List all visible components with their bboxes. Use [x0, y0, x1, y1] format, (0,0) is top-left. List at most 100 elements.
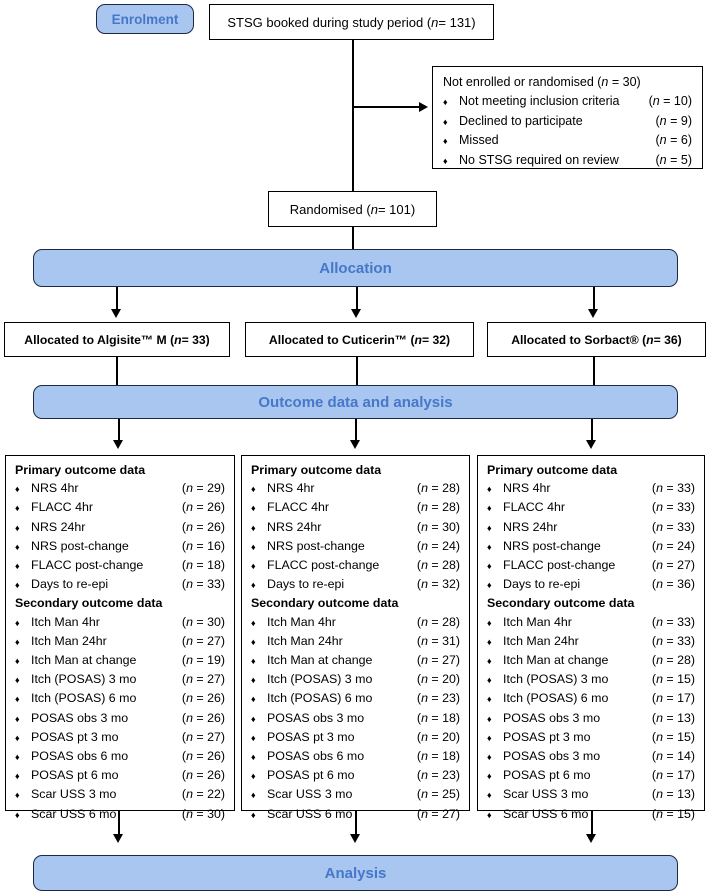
bullet-diamond-icon: ♦ — [15, 522, 20, 533]
bullet-diamond-icon: ♦ — [487, 580, 492, 591]
outcome-item: ♦POSAS pt 3 mo(n = 15) — [487, 728, 695, 747]
bullet-diamond-icon: ♦ — [443, 136, 448, 147]
excluded-item-label: Missed — [459, 133, 499, 148]
outcome-item-n: (n = 33) — [651, 614, 695, 629]
outcome-item-n: (n = 30) — [181, 806, 225, 821]
arrowhead-outcome-1 — [113, 440, 123, 449]
outcome-item-label: Itch Man 4hr — [31, 614, 100, 629]
outcome-item-label: Scar USS 6 mo — [31, 806, 117, 821]
outcome-item-n: (n = 28) — [416, 614, 460, 629]
outcome-item-label: Itch Man at change — [267, 653, 373, 668]
excluded-item: ♦No STSG required on review(n = 5) — [443, 151, 692, 171]
outcome-item-n: (n = 31) — [416, 633, 460, 648]
bullet-diamond-icon: ♦ — [15, 790, 20, 801]
outcome-item-n: (n = 33) — [651, 500, 695, 515]
flow-line-top — [352, 40, 354, 191]
outcome-banner: Outcome data and analysis — [33, 385, 678, 419]
outcome-item-label: NRS 24hr — [31, 519, 86, 534]
outcome-item-n: (n = 33) — [651, 633, 695, 648]
outcome-item: ♦NRS 24hr(n = 30) — [251, 518, 460, 537]
outcome-item-n: (n = 17) — [651, 691, 695, 706]
outcome-item-label: FLACC 4hr — [31, 500, 93, 515]
outcome-item: ♦Itch Man 24hr(n = 33) — [487, 632, 695, 651]
bullet-diamond-icon: ♦ — [251, 503, 256, 514]
outcome-item: ♦ Days to re-epi (n = 36) — [487, 575, 695, 594]
outcome-item: ♦FLACC 4hr(n = 26) — [15, 498, 225, 517]
outcome-item-n: (n = 36) — [651, 577, 695, 592]
outcome-item-label: POSAS pt 6 mo — [31, 768, 119, 783]
outcome-item: ♦NRS post-change(n = 24) — [487, 537, 695, 556]
flow-line-analysis-1 — [118, 811, 120, 834]
outcome-item: ♦Itch (POSAS) 3 mo(n = 27) — [15, 670, 225, 689]
bullet-diamond-icon: ♦ — [15, 561, 20, 572]
outcome-section-header: Primary outcome data — [251, 463, 382, 477]
flow-line-outcome-out-2 — [355, 419, 357, 440]
outcome-item: ♦Scar USS 6 mo(n = 27) — [251, 805, 460, 824]
outcome-item: ♦Itch Man at change(n = 28) — [487, 651, 695, 670]
bullet-diamond-icon: ♦ — [15, 809, 20, 820]
flow-line-randomised — [352, 227, 354, 249]
outcome-item: ♦POSAS obs 6 mo(n = 18) — [251, 747, 460, 766]
outcome-item-label: Itch (POSAS) 3 mo — [503, 672, 609, 687]
outcome-item-label: Itch Man 4hr — [267, 614, 336, 629]
analysis-banner: Analysis — [33, 855, 678, 891]
outcome-section-header: Secondary outcome data — [251, 596, 399, 611]
outcome-item: ♦Scar USS 6 mo(n = 15) — [487, 805, 695, 824]
outcome-item: ♦NRS 4hr(n = 29) — [15, 479, 225, 498]
outcome-item-label: Scar USS 3 mo — [267, 787, 353, 802]
bullet-diamond-icon: ♦ — [251, 617, 256, 628]
outcome-item: ♦Itch Man 4hr(n = 33) — [487, 613, 695, 632]
flow-line-alloc-2 — [356, 287, 358, 309]
bullet-diamond-icon: ♦ — [15, 484, 20, 495]
excluded-item-n: (n = 6) — [655, 133, 693, 148]
arrowhead-alloc-3 — [588, 309, 598, 318]
not-enrolled-list: ♦Not meeting inclusion criteria(n = 10) ♦… — [443, 92, 692, 171]
outcome-item: ♦POSAS pt 3 mo(n = 20) — [251, 728, 460, 747]
flow-line-analysis-3 — [591, 811, 593, 834]
outcome-item: ♦POSAS obs 3 mo(n = 26) — [15, 709, 225, 728]
outcome-item-label: Days to re-epi — [267, 577, 345, 592]
bullet-diamond-icon: ♦ — [15, 713, 20, 724]
outcome-item: ♦POSAS pt 3 mo(n = 27) — [15, 728, 225, 747]
outcome-item: ♦Itch (POSAS) 3 mo(n = 20) — [251, 670, 460, 689]
bullet-diamond-icon: ♦ — [15, 656, 20, 667]
outcome-item: ♦Itch (POSAS) 6 mo(n = 26) — [15, 689, 225, 708]
outcome-item: ♦POSAS pt 6 mo(n = 26) — [15, 766, 225, 785]
bullet-diamond-icon: ♦ — [251, 541, 256, 552]
outcome-item-n: (n = 33) — [651, 519, 695, 534]
bullet-diamond-icon: ♦ — [487, 561, 492, 572]
outcome-item-n: (n = 27) — [181, 672, 225, 687]
not-enrolled-box: Not enrolled or randomised (n = 30) ♦Not… — [432, 66, 703, 169]
excluded-item: ♦Not meeting inclusion criteria(n = 10) — [443, 92, 692, 112]
outcome-item-label: FLACC post-change — [503, 558, 616, 573]
bullet-diamond-icon: ♦ — [251, 561, 256, 572]
outcome-item: ♦POSAS obs 3 mo(n = 14) — [487, 747, 695, 766]
bullet-diamond-icon: ♦ — [487, 522, 492, 533]
outcome-item-label: Days to re-epi — [503, 577, 581, 592]
outcome-item-n: (n = 17) — [651, 768, 695, 783]
outcome-item-label: NRS post-change — [31, 538, 129, 553]
arrowhead-outcome-2 — [350, 440, 360, 449]
flow-line-alloc-3 — [593, 287, 595, 309]
outcome-item: ♦POSAS obs 3 mo(n = 13) — [487, 709, 695, 728]
outcome-item-n: (n = 22) — [181, 787, 225, 802]
outcome-item: ♦Itch (POSAS) 6 mo(n = 23) — [251, 689, 460, 708]
outcome-item: ♦Days to re-epi(n = 33) — [15, 575, 225, 594]
excluded-item-n: (n = 9) — [655, 113, 693, 128]
outcome-item-n: (n = 26) — [181, 519, 225, 534]
flow-line-outcome-in-1 — [116, 357, 118, 385]
outcome-item-label: POSAS obs 6 mo — [267, 749, 365, 764]
outcome-item: ♦FLACC post-change(n = 28) — [251, 556, 460, 575]
outcome-item-n: (n = 15) — [651, 672, 695, 687]
outcome-box-algisite: Primary outcome data♦NRS 4hr(n = 29)♦FLA… — [5, 455, 235, 821]
outcome-item-label: Scar USS 3 mo — [31, 787, 117, 802]
outcome-item-n: (n = 28) — [416, 558, 460, 573]
outcome-item-n: (n = 24) — [651, 538, 695, 553]
bullet-diamond-icon: ♦ — [487, 675, 492, 686]
excluded-item-label: Declined to participate — [459, 113, 583, 128]
bullet-diamond-icon: ♦ — [251, 522, 256, 533]
outcome-item: ♦NRS 4hr(n = 28) — [251, 479, 460, 498]
excluded-item: ♦ Missed (n = 6) — [443, 131, 692, 151]
outcome-item-n: (n = 27) — [181, 729, 225, 744]
arrowhead-excluded — [419, 101, 428, 112]
